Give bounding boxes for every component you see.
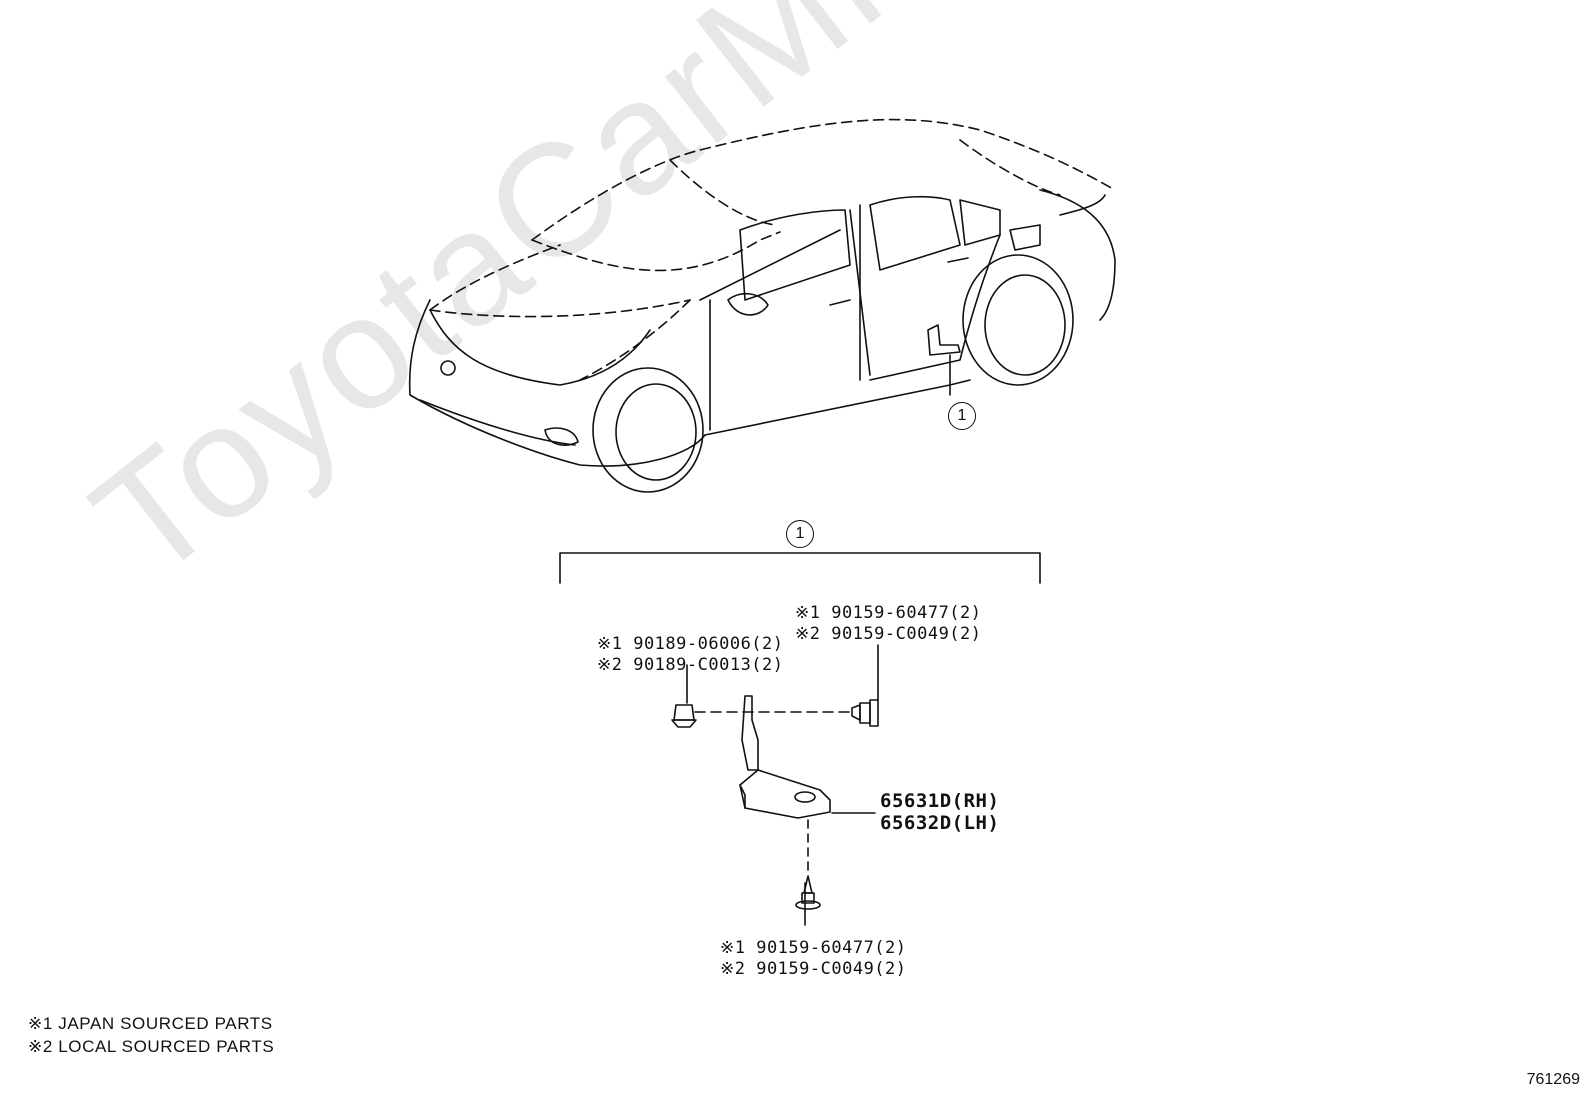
front-wheel-arch <box>592 367 704 493</box>
rear-window <box>869 195 961 271</box>
front-emblem <box>440 360 456 376</box>
illustration-number: 761269 <box>1526 1071 1580 1088</box>
fog-lamp <box>544 427 579 446</box>
beltline-front <box>699 229 841 301</box>
rear-door-handle <box>947 257 969 263</box>
legend-local-sourced: ※2 LOCAL SOURCED PARTS <box>28 1037 275 1056</box>
fuel-door <box>1009 224 1041 251</box>
front-door-handle <box>829 299 851 306</box>
part-label-main-rh: 65631D(RH) <box>880 790 1000 812</box>
mudguard-part <box>739 695 831 819</box>
callout-circle-group: 1 <box>786 520 814 548</box>
part-label-main-lh: 65632D(LH) <box>880 812 1000 834</box>
windshield-base <box>531 231 781 272</box>
car-illustration <box>408 118 1116 493</box>
part-label-upper-right-2: ※2 90159-C0049(2) <box>795 624 982 644</box>
front-fascia <box>429 309 651 386</box>
part-label-bottom-2: ※2 90159-C0049(2) <box>720 959 907 979</box>
front-door-window <box>739 209 851 301</box>
rear-wheel <box>984 274 1066 376</box>
lower-grille <box>419 399 576 446</box>
front-bumper <box>408 299 706 467</box>
mudguard-on-car <box>927 324 961 356</box>
rear-door <box>869 234 1001 381</box>
rear-wheel-arch <box>962 254 1074 386</box>
hood-crease <box>429 299 691 318</box>
bolt-upper <box>851 699 879 727</box>
exploded-view <box>559 552 1041 926</box>
part-label-upper-right-1: ※1 90159-60477(2) <box>795 603 982 623</box>
rear-quarter <box>1039 189 1116 321</box>
rear-roof <box>959 139 1061 196</box>
b-pillar-inner <box>849 209 871 376</box>
group-bracket <box>559 552 1041 584</box>
roof-outline <box>531 118 1116 241</box>
rocker-panel <box>704 379 971 436</box>
hood-top <box>429 244 561 311</box>
quarter-glass <box>959 199 1001 246</box>
clip-nut <box>671 704 697 728</box>
hood-side <box>579 299 691 381</box>
part-label-bottom-1: ※1 90159-60477(2) <box>720 938 907 958</box>
roof-edge <box>669 159 776 226</box>
part-label-upper-left-1: ※1 90189-06006(2) <box>597 634 784 654</box>
part-label-upper-left-2: ※2 90189-C0013(2) <box>597 655 784 675</box>
side-mirror <box>727 292 769 316</box>
callout-circle-car: 1 <box>948 402 976 430</box>
screw-bottom <box>795 875 821 910</box>
tail-lamp <box>1059 194 1106 216</box>
front-wheel <box>615 383 697 481</box>
legend-japan-sourced: ※1 JAPAN SOURCED PARTS <box>28 1014 273 1033</box>
